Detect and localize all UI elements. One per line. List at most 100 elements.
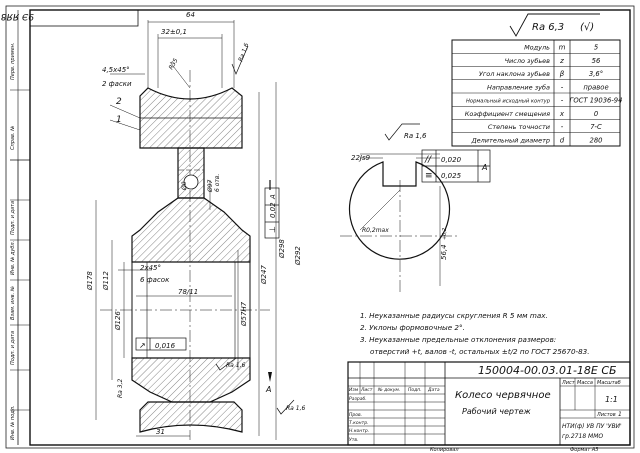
perp-icon: ⊥ [268, 226, 277, 233]
key-tolerance-frame: // ≡ 0,020 0,025 А [421, 149, 491, 183]
sheet-title-code: 150004-00.03.01-18Е СБ [478, 364, 617, 377]
param-name: Нормальный исходный контур [466, 99, 551, 105]
dim-holes: 6 отв. [214, 174, 221, 192]
param-symbol: m [559, 44, 566, 52]
strip-label-3: Инв. № дубл. [10, 241, 16, 275]
roughness-icon-mid [215, 357, 237, 371]
param-value: 280 [590, 136, 603, 144]
dim-32: 32±0,1 [161, 28, 187, 36]
keyway-view: 22Js9 R0,2max 56,4 +0,2 Ra 1,6 // ≡ 0,02… [340, 123, 491, 292]
tb-role-1: Пров. [349, 412, 362, 418]
main-dimensions [95, 20, 277, 440]
dim-d112: Ø112 [102, 271, 110, 291]
gear-section [100, 70, 270, 440]
param-name: Модуль [524, 44, 550, 52]
dim-texts: 64 32±0,1 R35 Ra 1,6 4,5х45° 2 фаски 2 1… [86, 11, 305, 436]
dim-r35: R35 [168, 57, 180, 71]
tol-datum-a: А [269, 194, 277, 200]
dim-78: 78/11 [178, 288, 198, 296]
dim-d126: Ø126 [114, 311, 122, 331]
param-value: 56 [592, 57, 601, 65]
param-value: правое [583, 83, 608, 91]
runout-value: 0,016 [155, 342, 176, 350]
param-value: ГОСТ 19036-94 [570, 97, 623, 105]
param-symbol: β [560, 70, 565, 78]
dim-d292: Ø292 [294, 246, 302, 266]
param-name: Степень точности [488, 123, 550, 131]
param-value: 0 [594, 110, 598, 118]
param-name: Делительный диаметр [471, 136, 550, 144]
param-symbol: - [561, 123, 564, 131]
key-width: 22Js9 [351, 154, 371, 162]
lit-label: Лист [561, 380, 576, 386]
strip-label-2: Подп. и дата [10, 201, 16, 235]
ra-1-6-top: Ra 1,6 [237, 42, 250, 63]
scale-value: 1:1 [605, 395, 618, 404]
param-value: 5 [594, 44, 598, 52]
param-name: Число зубьев [505, 57, 551, 65]
strip-label-6: Инв. № подл. [10, 406, 16, 441]
chamfer-1: 4,5х45° [102, 66, 130, 74]
general-roughness: Ra 6,3 (√) [509, 13, 600, 37]
title-block [347, 361, 631, 446]
param-value: 3,6° [589, 70, 603, 78]
param-value: 7-С [590, 123, 602, 131]
key-depth: 56,4 [440, 244, 448, 260]
chamfer-1b: 2 фаски [102, 80, 132, 88]
left-strip: Перв. примен. Справ. № Подп. и дата Инв.… [10, 10, 30, 445]
note-1: 1. Неуказанные радиусы скругления R 5 мм… [360, 311, 548, 320]
ra-1-6-bottom: Ra 1,6 [286, 405, 305, 412]
ra-1-6-mid: Ra 1,6 [226, 362, 245, 369]
tol-0-020: 0,020 [441, 156, 462, 164]
tol-0-02: 0,02 [269, 202, 277, 218]
strip-label-0: Перв. примен. [10, 42, 16, 80]
drawing-type: Рабочий чертеж [462, 407, 532, 416]
runout-icon: ↗ [139, 341, 146, 350]
ra-1-6-key: Ra 1,6 [404, 132, 427, 140]
ra-general-bracket: (√) [580, 22, 594, 33]
runout-frame: ↗ 0,016 [135, 337, 187, 351]
tb-row-1: Лист [360, 387, 373, 393]
dim-d247: Ø247 [260, 265, 268, 285]
tb-role-2: Т.контр. [349, 420, 369, 426]
copied-label: Копировал [430, 447, 459, 453]
dim-d178: Ø178 [86, 271, 94, 291]
key-radius: R0,2max [362, 227, 389, 234]
tb-row-4: Дата [427, 387, 440, 393]
key-datum-a: А [481, 163, 487, 172]
format-label: Формат А3 [570, 447, 598, 453]
scale-label: Масштаб [597, 380, 621, 386]
label-2: 2 [116, 97, 122, 107]
param-symbol: x [559, 110, 565, 118]
label-1: 1 [116, 115, 122, 125]
param-symbol: z [559, 57, 564, 65]
perp-tolerance-frame: 0,02 А ⊥ [264, 187, 280, 239]
param-symbol: - [561, 97, 564, 105]
parallel-icon: // [424, 155, 432, 165]
tb-role-4: Утв. [349, 437, 358, 443]
note-3: 3. Неуказанные предельные отклонения раз… [360, 335, 556, 344]
code-box: 9Э ЯЯ8 10.ОЕ0.00-ф00Ш [0, 9, 139, 27]
symmetry-icon: ≡ [425, 171, 433, 181]
strip-label-5: Подп. и дата [10, 331, 16, 365]
strip-label-1: Справ. № [10, 126, 16, 150]
tb-row-3: Подп. [408, 387, 422, 393]
dim-64: 64 [186, 11, 195, 19]
dim-d97: Ø97 [207, 179, 214, 193]
tb-role-3: Н.контр. [349, 428, 369, 434]
title-block-texts: 150004-00.03.01-18Е СБ Колесо червячное … [349, 364, 622, 453]
dim-d298: Ø298 [278, 239, 286, 259]
sheets-label: Листов [596, 412, 616, 418]
chamfer-2b: 6 фасок [140, 276, 170, 284]
param-name: Направление зуба [487, 83, 550, 91]
tol-0-025: 0,025 [441, 172, 462, 180]
roughness-icon [231, 45, 249, 75]
sheets-count: 1 [618, 411, 622, 418]
tb-role-0: Разраб. [349, 396, 367, 402]
org-line2: гр.2718 ММО [562, 433, 603, 440]
org-line1: НТИ(ф) УВ ПУ 'УВИ' [562, 423, 622, 430]
section-a-marker: А [265, 372, 272, 394]
param-name: Угол наклона зубьев [479, 70, 550, 78]
